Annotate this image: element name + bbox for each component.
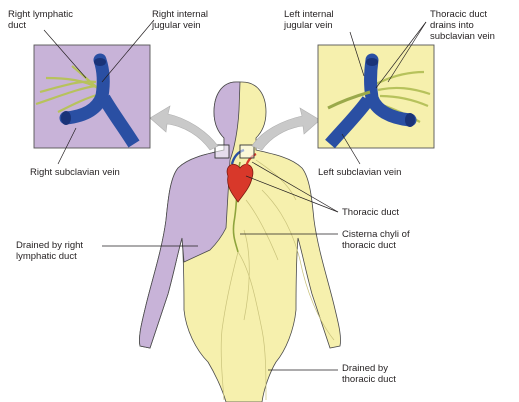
label-drained-by-right-lymphatic: Drained by right lymphatic duct: [16, 240, 84, 262]
label-right-lymphatic-duct: Right lymphatic duct: [8, 9, 73, 31]
label-thoracic-duct-drains: Thoracic duct drains into subclavian vei…: [430, 9, 495, 42]
label-right-internal-jugular-vein: Right internal jugular vein: [152, 9, 208, 31]
label-left-subclavian-vein: Left subclavian vein: [318, 167, 402, 178]
left-junction-box: [239, 144, 255, 159]
right-inset-panel: [33, 44, 151, 149]
right-junction-box: [214, 144, 230, 159]
label-right-subclavian-vein: Right subclavian vein: [30, 167, 120, 178]
leader-lines: [43, 19, 427, 371]
label-thoracic-duct: Thoracic duct: [342, 207, 400, 218]
right-pointer-arrow: [251, 107, 321, 151]
label-left-internal-jugular-vein: Left internal jugular vein: [284, 9, 334, 31]
lymph-network: [220, 159, 335, 401]
left-pointer-arrow: [149, 105, 219, 151]
body-figure: [139, 81, 341, 402]
label-drained-by-thoracic-duct: Drained by thoracic duct: [342, 363, 396, 385]
body-right-lymphatic-region: [139, 81, 241, 349]
left-inset-panel: [317, 44, 435, 149]
label-cisterna-chyli: Cisterna chyli of thoracic duct: [342, 229, 410, 251]
